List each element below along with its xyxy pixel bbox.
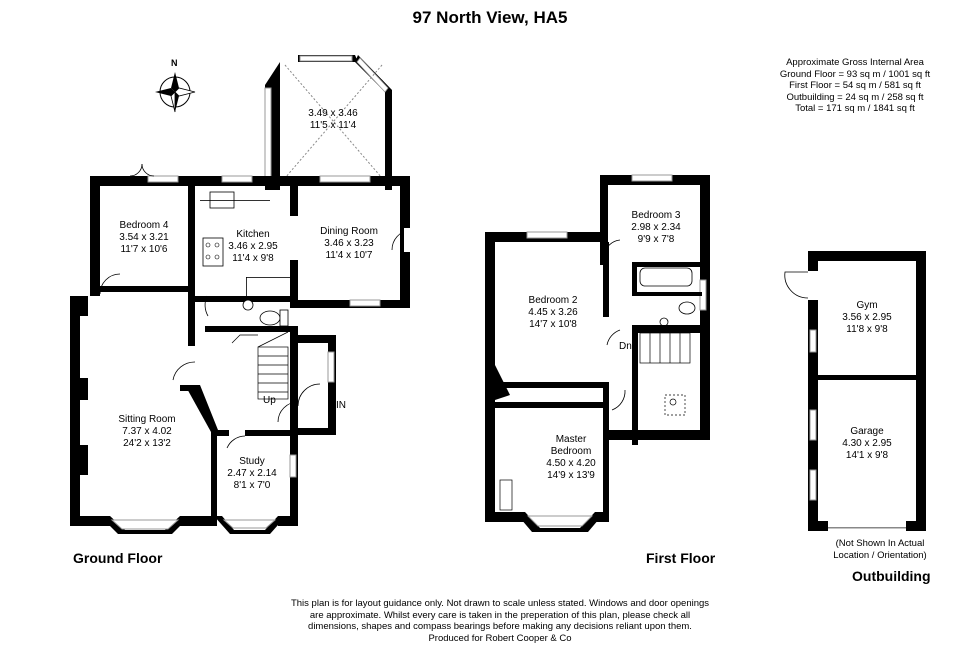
outbuilding-label: Outbuilding: [852, 568, 931, 584]
room-gym: Gym 3.56 x 2.95 11'8 x 9'8: [842, 300, 891, 336]
room-name: Master: [555, 434, 587, 445]
room-metric: 3.56 x 2.95: [842, 312, 892, 323]
room-imperial: 9'9 x 7'8: [637, 234, 675, 245]
gross-internal-area: Approximate Gross Internal Area Ground F…: [730, 57, 980, 115]
room-imperial: 11'4 x 10'7: [325, 250, 373, 261]
area-first-floor: First Floor = 54 sq m / 581 sq ft: [789, 80, 921, 91]
room-imperial: 11'7 x 10'6: [120, 244, 168, 255]
outbuilding-note: (Not Shown In Actual Location / Orientat…: [820, 538, 940, 561]
room-name: Gym: [856, 300, 878, 311]
room-metric: 7.37 x 4.02: [122, 426, 172, 437]
room-bedroom-3: Bedroom 3 2.98 x 2.34 9'9 x 7'8: [631, 210, 680, 246]
room-metric: 4.45 x 3.26: [528, 307, 578, 318]
stairs-icon: [231, 331, 289, 400]
room-metric: 4.30 x 2.95: [842, 438, 892, 449]
room-name: Bedroom 2: [528, 295, 578, 306]
room-imperial: 8'1 x 7'0: [233, 480, 271, 491]
first-floor-plan: [485, 174, 710, 532]
room-imperial: 24'2 x 13'2: [123, 438, 171, 449]
outbuilding-note-line2: Location / Orientation): [833, 549, 927, 561]
room-name: Dining Room: [320, 226, 378, 237]
arrow-left-icon: ←: [326, 400, 336, 411]
room-bedroom-4: Bedroom 4 3.54 x 3.21 11'7 x 10'6: [119, 220, 168, 256]
room-name: Sitting Room: [118, 414, 176, 425]
plan-title: 97 North View, HA5: [412, 8, 568, 27]
area-heading: Approximate Gross Internal Area: [786, 57, 924, 68]
room-conservatory-metric: 3.49 x 3.46: [308, 108, 358, 119]
area-outbuilding: Outbuilding = 24 sq m / 258 sq ft: [786, 91, 924, 103]
room-sitting: Sitting Room 7.37 x 4.02 24'2 x 13'2: [118, 414, 175, 450]
room-metric: 3.46 x 3.23: [324, 238, 374, 249]
room-imperial: 14'7 x 10'8: [529, 319, 577, 330]
disclaimer-producer: Produced for Robert Cooper & Co: [428, 632, 572, 644]
room-name: Garage: [850, 426, 884, 437]
room-garage: Garage 4.30 x 2.95 14'1 x 9'8: [842, 426, 891, 462]
disclaimer: This plan is for layout guidance only. N…: [260, 598, 740, 644]
disclaimer-line-1: This plan is for layout guidance only. N…: [290, 598, 710, 609]
stairs-up-label: Up: [263, 395, 276, 406]
room-name: Bedroom 3: [631, 210, 681, 221]
room-imperial: 14'9 x 13'9: [547, 470, 595, 481]
stairs-down-label: Dn: [619, 341, 632, 352]
compass-north-label: N: [171, 58, 178, 68]
room-metric: 3.54 x 3.21: [119, 232, 169, 243]
compass-icon: [155, 72, 196, 113]
room-imperial: 11'4 x 9'8: [232, 253, 274, 264]
ground-floor-label: Ground Floor: [73, 550, 163, 566]
room-metric: 4.50 x 4.20: [546, 458, 596, 469]
room-metric: 2.47 x 2.14: [227, 468, 277, 479]
disclaimer-line-2: are approximate. Whilst every care is ta…: [309, 609, 691, 621]
room-master-bedroom: Master Bedroom 4.50 x 4.20 14'9 x 13'9: [546, 434, 595, 482]
ground-floor-plan: [70, 55, 412, 534]
room-study: Study 2.47 x 2.14 8'1 x 7'0: [227, 456, 276, 492]
disclaimer-line-3: dimensions, shapes and compass bearings …: [308, 621, 692, 632]
room-bedroom-2: Bedroom 2 4.45 x 3.26 14'7 x 10'8: [528, 295, 577, 331]
room-conservatory-imperial: 11'5 x 11'4: [309, 120, 357, 131]
outbuilding-plan: [784, 251, 926, 531]
room-name: Bedroom 4: [119, 220, 169, 231]
entrance-text: IN: [336, 400, 346, 411]
room-dining: Dining Room 3.46 x 3.23 11'4 x 10'7: [320, 226, 378, 262]
entrance-label: ←IN: [326, 400, 346, 411]
room-name: Study: [239, 456, 265, 467]
room-metric: 2.98 x 2.34: [631, 222, 681, 233]
room-name-line2: Bedroom: [550, 446, 592, 457]
outbuilding-note-line1: (Not Shown In Actual: [835, 538, 925, 549]
room-imperial: 11'8 x 9'8: [846, 324, 888, 335]
room-conservatory: 3.49 x 3.46 11'5 x 11'4: [308, 108, 357, 132]
room-kitchen: Kitchen 3.46 x 2.95 11'4 x 9'8: [228, 229, 277, 265]
room-metric: 3.46 x 2.95: [228, 241, 278, 252]
room-name: Kitchen: [236, 229, 270, 240]
room-imperial: 14'1 x 9'8: [845, 450, 889, 461]
first-floor-label: First Floor: [646, 550, 716, 566]
area-total: Total = 171 sq m / 1841 sq ft: [795, 103, 915, 114]
area-ground-floor: Ground Floor = 93 sq m / 1001 sq ft: [779, 68, 931, 80]
